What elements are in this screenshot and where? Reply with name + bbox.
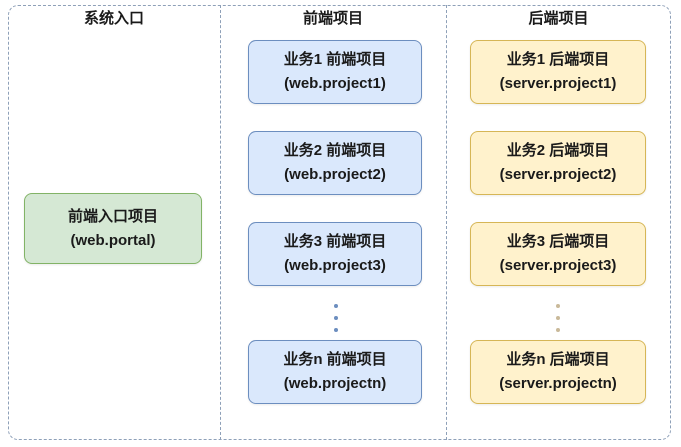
column-header-entry: 系统入口 [83,10,144,27]
column-divider-2 [446,5,447,440]
box-subtitle: (web.project3) [284,257,386,274]
box-subtitle: (web.project1) [284,75,386,92]
ellipsis-dot [334,328,338,332]
column-divider-1 [220,5,221,440]
box-title: 业务2 前端项目 [283,142,387,159]
entry-project-box: 前端入口项目 (web.portal) [24,193,202,264]
diagram-frame [8,5,671,440]
box-subtitle: (web.portal) [70,231,156,249]
frontend-project-box-2: 业务2 前端项目 (web.project2) [248,131,422,195]
ellipsis-dot [556,316,560,320]
ellipsis-dot [334,316,338,320]
frontend-project-box-1: 业务1 前端项目 (web.project1) [248,40,422,104]
box-subtitle: (server.project1) [499,75,617,92]
backend-project-box-1: 业务1 后端项目 (server.project1) [470,40,646,104]
box-subtitle: (web.projectn) [283,375,387,392]
box-title: 业务2 后端项目 [506,142,610,159]
backend-project-box-2: 业务2 后端项目 (server.project2) [470,131,646,195]
ellipsis-dot [556,304,560,308]
backend-project-box-3: 业务3 后端项目 (server.project3) [470,222,646,286]
box-subtitle: (server.projectn) [499,375,617,392]
box-title: 业务1 后端项目 [506,51,610,68]
box-title: 业务1 前端项目 [283,51,387,68]
frontend-project-box-n: 业务n 前端项目 (web.projectn) [248,340,422,404]
box-title: 业务3 前端项目 [283,233,387,250]
box-title: 业务n 前端项目 [283,351,387,368]
box-subtitle: (web.project2) [284,166,386,183]
ellipsis-dot [334,304,338,308]
box-title: 业务n 后端项目 [506,351,610,368]
backend-project-box-n: 业务n 后端项目 (server.projectn) [470,340,646,404]
column-header-backend: 后端项目 [528,10,589,27]
box-subtitle: (server.project3) [499,257,617,274]
ellipsis-dot [556,328,560,332]
box-subtitle: (server.project2) [499,166,617,183]
box-title: 前端入口项目 [67,207,158,225]
box-title: 业务3 后端项目 [506,233,610,250]
column-header-frontend: 前端项目 [302,10,363,27]
frontend-project-box-3: 业务3 前端项目 (web.project3) [248,222,422,286]
